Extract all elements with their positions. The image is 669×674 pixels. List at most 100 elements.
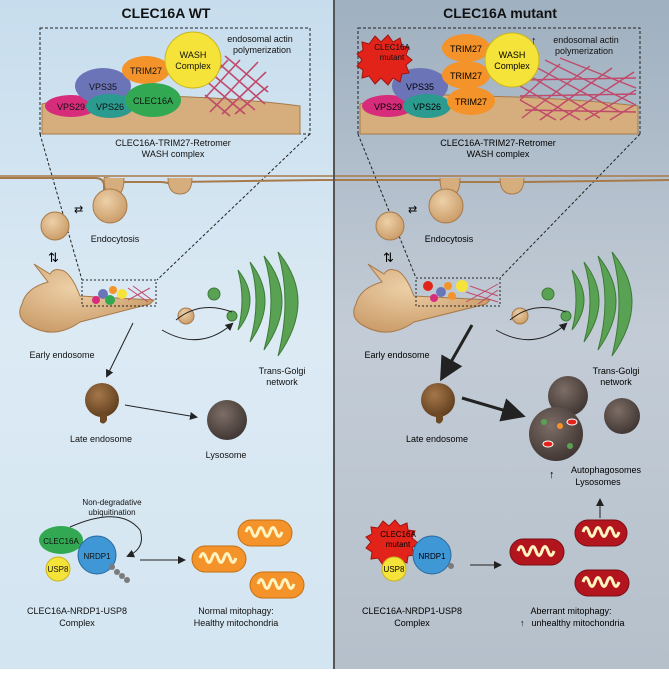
left-nrdp1: [77, 535, 117, 575]
left-complex-caption-2: Complex: [59, 618, 95, 628]
right-nrdp1: [412, 535, 452, 575]
svg-text:↑: ↑: [549, 469, 555, 481]
right-zoom-box: VPS29 VPS35 VPS26 CLEC16A mutant TRIM27 …: [356, 27, 641, 159]
left-early-endosome: [19, 263, 156, 333]
right-tgn-label-2: network: [600, 377, 632, 387]
left-complex-caption-1: CLEC16A-NRDP1-USP8: [27, 606, 127, 616]
right-panel: CLEC16A mutant VPS29 VPS35 VPS26 CLEC16A…: [335, 0, 669, 669]
right-complex-caption-1: CLEC16A-NRDP1-USP8: [362, 606, 462, 616]
left-endocytic-vesicle-2: [40, 211, 70, 241]
right-wash-label-1: WASH: [499, 50, 526, 60]
right-tgn-label-1: Trans-Golgi: [593, 366, 640, 376]
left-clec16a-complex: [39, 526, 83, 554]
left-late-endosome: [85, 383, 119, 417]
right-plasma-membrane: [335, 179, 669, 183]
right-autophagosomes-label: Autophagosomes: [571, 465, 642, 475]
right-autophagosomes: [529, 376, 640, 461]
right-mito-caption-1: Aberrant mitophagy:: [530, 606, 611, 616]
right-late-endosome: [421, 383, 455, 417]
panel-divider: [333, 0, 335, 669]
left-panel: CLEC16A WT VPS29 VPS35 VPS26 TRIM27 CLEC…: [0, 0, 333, 669]
svg-text:⇄: ⇄: [74, 204, 83, 216]
right-zoom-caption-1: CLEC16A-TRIM27-Retromer: [440, 138, 556, 148]
left-endocytosis-label: Endocytosis: [91, 234, 140, 244]
vps35-label: VPS35: [89, 82, 117, 92]
left-pit-2: [167, 177, 193, 195]
left-endocytic-vesicle-1: [92, 188, 128, 224]
right-actin-label-2: polymerization: [555, 46, 613, 56]
right-usp8: [381, 556, 407, 582]
right-zoom-caption-2: WASH complex: [467, 149, 530, 159]
right-vps26-label: VPS26: [413, 102, 441, 112]
left-actin-label-1: endosomal actin: [227, 34, 293, 44]
right-actin-up-arrow: ↑: [531, 35, 537, 47]
left-actin-mesh: [204, 55, 269, 117]
right-trim27-label-2: TRIM27: [450, 71, 482, 81]
left-trans-golgi: [237, 251, 299, 357]
left-ubiq-label-2: ubiquitination: [88, 508, 135, 517]
left-healthy-mitochondria: [191, 519, 305, 599]
left-tgn-label-2: network: [266, 377, 298, 387]
wash-label-2: Complex: [175, 61, 211, 71]
left-late-endosome-label: Late endosome: [70, 434, 132, 444]
right-title: CLEC16A mutant: [443, 5, 557, 21]
vps26-label: VPS26: [96, 102, 124, 112]
left-zoom-source: [81, 279, 157, 307]
right-clec16a-mutant: [356, 34, 413, 86]
right-late-endosome-label: Late endosome: [406, 434, 468, 444]
svg-text:⇅: ⇅: [48, 250, 59, 265]
left-complex-usp8-label: USP8: [48, 565, 69, 574]
svg-text:⇅: ⇅: [383, 250, 394, 265]
left-zoom-guide-2: [156, 133, 311, 281]
left-zoom-caption-2: WASH complex: [142, 149, 205, 159]
right-complex-nrdp1-label: NRDP1: [418, 552, 446, 561]
left-complex-clec16a-label: CLEC16A: [43, 537, 79, 546]
right-mito-caption-2: unhealthy mitochondria: [531, 618, 624, 628]
right-mutant-label-1: CLEC16A: [374, 43, 410, 52]
left-lysosome: [207, 400, 247, 440]
left-ubiq-label-1: Non-degradative: [82, 498, 142, 507]
right-mutant-label-2: mutant: [380, 53, 405, 62]
vps29-protein: [45, 95, 97, 117]
vps26-protein: [86, 94, 134, 118]
right-complex-mutant-label-1: CLEC16A: [380, 530, 416, 539]
left-zoom-box: VPS29 VPS35 VPS26 TRIM27 CLEC16A WASH Co…: [39, 27, 311, 159]
right-early-endosome: [353, 263, 492, 333]
left-mito-caption-1: Normal mitophagy:: [198, 606, 274, 616]
right-actin-label-1: endosomal actin: [553, 35, 619, 45]
left-complex-nrdp1-label: NRDP1: [83, 552, 111, 561]
left-actin-label-2: polymerization: [233, 45, 291, 55]
right-trim27-label-1: TRIM27: [450, 44, 482, 54]
right-mito-up-arrow: ↑: [520, 618, 525, 628]
right-trim27-label-3: TRIM27: [455, 97, 487, 107]
left-mito-caption-2: Healthy mitochondria: [194, 618, 279, 628]
left-usp8: [45, 556, 71, 582]
left-zoom-guide-1: [39, 133, 83, 281]
right-clec16a-mutant-complex: [365, 519, 419, 567]
left-early-endosome-label: Early endosome: [29, 350, 94, 360]
clec16a-label: CLEC16A: [133, 96, 173, 106]
left-title: CLEC16A WT: [122, 5, 211, 21]
left-zoom-caption-1: CLEC16A-TRIM27-Retromer: [115, 138, 231, 148]
right-actin-mesh: [519, 57, 637, 121]
right-trans-golgi: [571, 251, 633, 357]
right-complex-caption-2: Complex: [394, 618, 430, 628]
left-lysosome-label: Lysosome: [206, 450, 247, 460]
vps29-label: VPS29: [57, 102, 85, 112]
wash-complex-protein: [164, 31, 222, 89]
clec16a-protein: [125, 83, 181, 117]
right-complex-usp8-label: USP8: [384, 565, 405, 574]
wash-label-1: WASH: [180, 50, 207, 60]
right-wash-label-2: Complex: [494, 61, 530, 71]
right-early-endosome-label: Early endosome: [364, 350, 429, 360]
right-vps35-label: VPS35: [406, 82, 434, 92]
trim27-protein: [122, 56, 170, 84]
right-unhealthy-mitochondria: [509, 519, 630, 597]
right-complex-mutant-label-2: mutant: [386, 540, 411, 549]
trim27-label: TRIM27: [130, 66, 162, 76]
left-tgn-label-1: Trans-Golgi: [259, 366, 306, 376]
right-endocytosis-label: Endocytosis: [425, 234, 474, 244]
right-lysosomes-label: Lysosomes: [575, 477, 621, 487]
